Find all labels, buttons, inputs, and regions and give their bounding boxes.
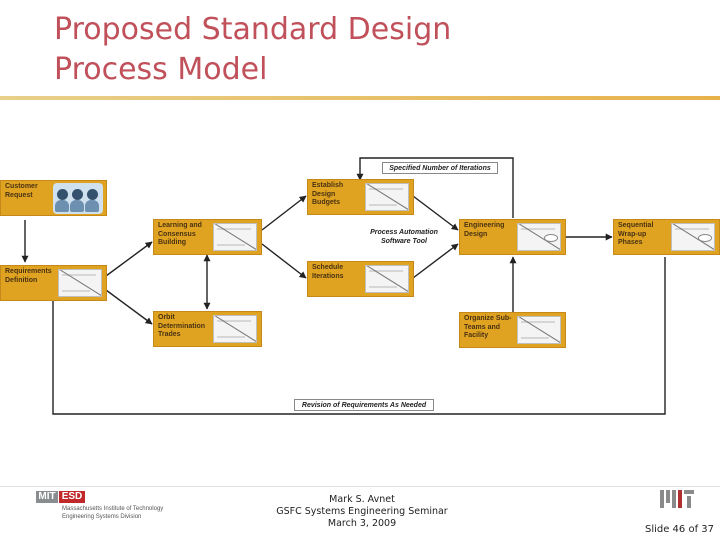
box-learning-consensus: Learning and Consensus Building xyxy=(153,219,262,255)
box-label: Schedule Iterations xyxy=(312,264,344,280)
slide-title: Proposed Standard Design Process Model xyxy=(54,10,654,90)
box-sequential-wrapup: Sequential Wrap-up Phases xyxy=(613,219,720,255)
dsm-thumbnail xyxy=(517,316,561,344)
revision-requirements-note: Revision of Requirements As Needed xyxy=(294,399,434,411)
box-label: Customer Request xyxy=(5,183,38,199)
presenter-name: Mark S. Avnet xyxy=(329,494,395,505)
box-label: Establish Design Budgets xyxy=(312,182,344,207)
dsm-thumbnail xyxy=(58,269,102,297)
box-requirements-definition: Requirements Definition xyxy=(0,265,107,301)
esd-logo-mark: ESD xyxy=(59,491,85,503)
slide-title-line2: Process Model xyxy=(54,52,268,87)
presentation-date: March 3, 2009 xyxy=(327,518,397,529)
slide-number: Slide 46 of 37 xyxy=(644,524,714,535)
dsm-thumbnail xyxy=(213,223,257,251)
process-diagram: Customer Request Requirements Definition… xyxy=(0,150,720,420)
arrow-requirements-to-learning xyxy=(105,241,153,277)
box-label: Requirements Definition xyxy=(5,268,52,284)
dsm-thumbnail xyxy=(213,315,257,343)
diagram-connectors xyxy=(21,157,666,415)
arrow-revision-loop xyxy=(49,257,666,415)
mit-logo-graphic xyxy=(660,490,694,508)
arrow-budgets-to-engineering xyxy=(412,195,459,231)
footer-divider xyxy=(0,486,720,487)
dsm-thumbnail xyxy=(365,183,409,211)
arrow-iteration-loop xyxy=(356,157,514,218)
arrow-requirements-to-orbit xyxy=(105,289,153,325)
logo-division-text: Engineering Systems Division xyxy=(62,514,142,520)
seminar-name: GSFC Systems Engineering Seminar xyxy=(276,506,448,517)
dsm-thumbnail xyxy=(517,223,561,251)
people-icon xyxy=(53,183,103,214)
arrow-learning-to-schedule xyxy=(261,243,307,279)
box-label: Orbit Determination Trades xyxy=(158,314,206,339)
box-establish-budgets: Establish Design Budgets xyxy=(307,179,414,215)
process-automation-note: Process Automation Software Tool xyxy=(370,229,438,245)
box-orbit-determination: Orbit Determination Trades xyxy=(153,311,262,347)
box-customer-request: Customer Request xyxy=(0,180,107,216)
mit-esd-logo: MIT ESD Massachusetts Institute of Techn… xyxy=(36,491,176,525)
arrow-schedule-to-engineering xyxy=(412,243,459,279)
dsm-thumbnail xyxy=(365,265,409,293)
box-organize-subteams: Organize Sub-Teams and Facility xyxy=(459,312,566,348)
box-label: Sequential Wrap-up Phases xyxy=(618,222,654,247)
box-schedule-iterations: Schedule Iterations xyxy=(307,261,414,297)
presenter-info: Mark S. Avnet GSFC Systems Engineering S… xyxy=(262,494,462,530)
box-label: Organize Sub-Teams and Facility xyxy=(464,315,512,340)
mit-logo-mark: MIT xyxy=(36,491,58,503)
box-label: Engineering Design xyxy=(464,222,505,238)
box-engineering-design: Engineering Design xyxy=(459,219,566,255)
mit-logo-icon xyxy=(660,490,694,515)
dsm-thumbnail xyxy=(671,223,715,251)
arrow-learning-to-budgets xyxy=(261,195,307,231)
specified-iterations-note: Specified Number of Iterations xyxy=(382,162,498,174)
box-label: Learning and Consensus Building xyxy=(158,222,202,247)
title-divider xyxy=(0,96,720,100)
slide-title-line1: Proposed Standard Design xyxy=(54,12,452,47)
logo-institute-text: Massachusetts Institute of Technology xyxy=(62,506,164,512)
